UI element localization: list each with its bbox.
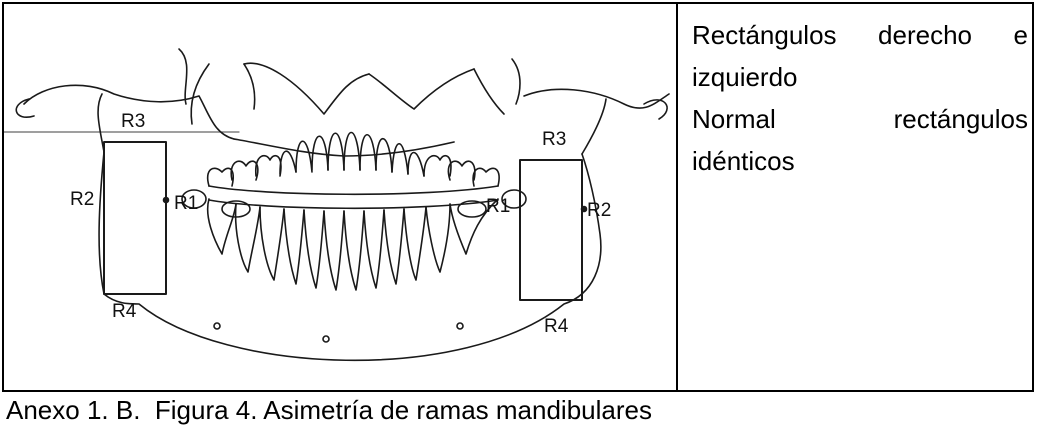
description-cell: Rectángulos derecho e izquierdo Normal r… [678,4,1032,390]
label-r4-left: R4 [112,301,137,322]
right-ramus-rectangle [520,160,582,300]
description-line-3: Normal rectángulos [692,98,1032,140]
description-word: Rectángulos [692,14,837,56]
figure-caption: Anexo 1. B. Figura 4. Asimetría de ramas… [6,394,652,426]
mandible-outline [99,152,601,360]
description-word: e [1014,14,1028,56]
label-r1-left: R1 [174,193,198,214]
figure-table: R3 R3 R2 R2 R1 R1 R4 R4 Rectángulos dere… [2,2,1034,392]
maxilla-outline-right [524,89,669,108]
label-r3-right: R3 [542,129,566,150]
description-line-4: idénticos [692,140,1032,182]
label-r2-left: R2 [70,189,94,210]
left-ramus-rectangle [104,142,166,294]
lower-teeth [182,190,526,290]
label-r3-left: R3 [121,111,145,132]
label-r4-right: R4 [544,316,569,337]
description-line-1: Rectángulos derecho e [692,14,1032,56]
label-r1-right: R1 [486,196,510,217]
description-word: rectángulos [894,98,1028,140]
description-word: Normal [692,98,776,140]
description-word: derecho [878,14,972,56]
label-r2-right: R2 [587,200,611,221]
figure-cell: R3 R3 R2 R2 R1 R1 R4 R4 [4,4,678,390]
description-line-2: izquierdo [692,56,1032,98]
mandible-diagram: R3 R3 R2 R2 R1 R1 R4 R4 [4,4,676,390]
